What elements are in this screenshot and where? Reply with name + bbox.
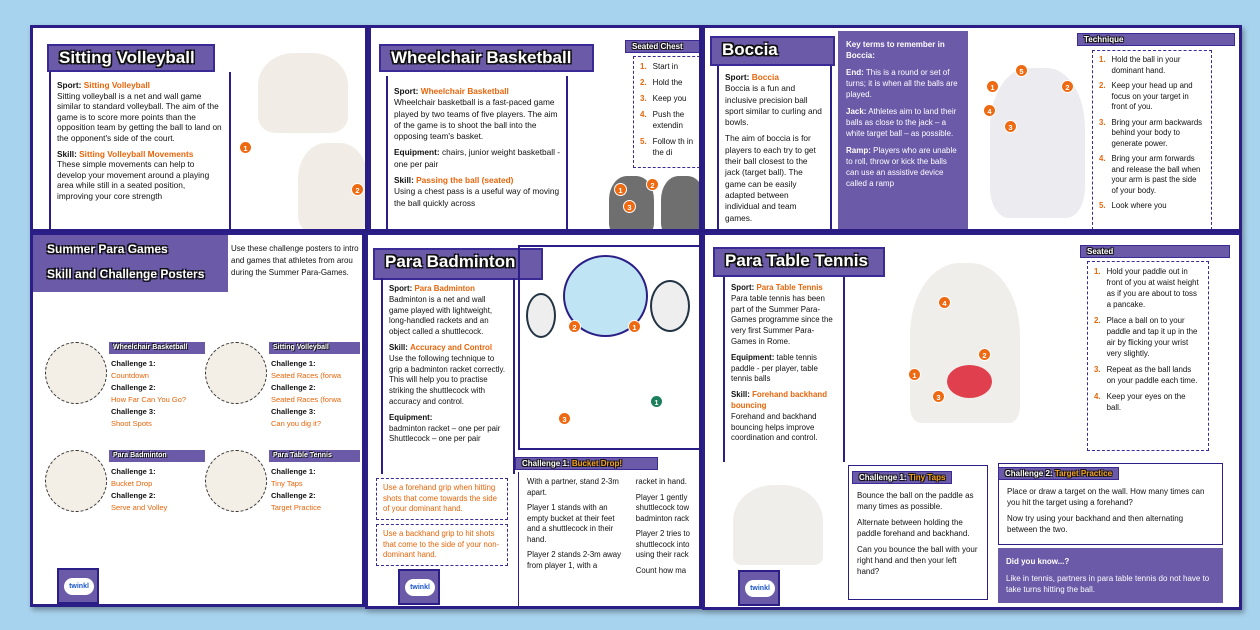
key-terms-panel: Key terms to remember in Boccia: End: Th…: [838, 31, 968, 229]
challenge-card: Para Table Tennis Challenge 1:Tiny Taps …: [205, 450, 360, 515]
card-title: Para Table Tennis: [269, 450, 360, 462]
skill-name: Passing the ball (seated): [416, 175, 514, 186]
skill-label: Skill:: [57, 148, 77, 159]
challenge-2-tab: Challenge 2: Target Practice: [998, 467, 1120, 480]
step-badge: 1: [650, 395, 663, 408]
overview-intro: Use these challenge posters to intro and…: [231, 244, 359, 277]
backhand-tip: Use a backhand grip to hit shots that co…: [376, 524, 508, 566]
step-badge: 3: [623, 200, 636, 213]
technique-tab: Seated Chest: [625, 40, 699, 53]
sport-label: Sport:: [57, 80, 82, 90]
challenge-tab: Challenge 1: Bucket Drop!: [515, 457, 658, 470]
equipment-label: Equipment:: [394, 147, 440, 158]
skill-description: These simple movements can help to devel…: [57, 159, 210, 201]
athlete-girl-illustration: [733, 485, 823, 565]
athlete-illustration: [910, 263, 1020, 423]
poster-wheelchair-basketball: Wheelchair Basketball Sport: Wheelchair …: [368, 25, 702, 232]
racket-icon: [526, 293, 556, 338]
sport-name: Boccia: [751, 72, 779, 82]
overview-title-1: Summer Para Games: [47, 242, 168, 256]
step-badge: 1: [239, 141, 252, 154]
card-title: Wheelchair Basketball: [109, 342, 205, 354]
step-badge: 1: [908, 368, 921, 381]
sport-description: Boccia is a fun and inclusive precision …: [725, 83, 822, 128]
challenge-card: Para Badminton Challenge 1:Bucket Drop C…: [45, 450, 205, 515]
poster-title: Para Table Tennis: [713, 247, 885, 277]
step-badge: 2: [351, 183, 364, 196]
sport-name: Wheelchair Basketball: [420, 86, 509, 96]
technique-steps: 1.Hold the ball in your dominant hand. 2…: [1092, 50, 1212, 229]
technique-tab: Technique: [1077, 33, 1235, 46]
athlete-illustration: [661, 176, 699, 229]
challenge-text: With a partner, stand 2-3m apart.Player …: [518, 472, 699, 606]
skill-description: Using a chest pass is a useful way of mo…: [394, 186, 560, 208]
poster-overview: Summer Para Games Skill and Challenge Po…: [30, 232, 365, 607]
step-badge: 5: [1015, 64, 1028, 77]
technique-steps: 1.Hold your paddle out in front of you a…: [1087, 261, 1209, 451]
overview-header: [33, 235, 228, 292]
technique-steps: 1.Start in 2.Hold the 3.Keep you 4.Push …: [633, 56, 699, 168]
poster-para-table-tennis: Para Table Tennis Sport: Para Table Tenn…: [702, 232, 1242, 610]
challenge-1-tab: Challenge 1: Tiny Taps: [852, 471, 953, 484]
challenge-card: Sitting Volleyball Challenge 1:Seated Ra…: [205, 342, 360, 431]
sport-description: Wheelchair basketball is a fast-paced ga…: [394, 97, 558, 142]
sport-label: Sport:: [394, 86, 419, 96]
step-badge: 1: [986, 80, 999, 93]
skill-label: Skill:: [394, 175, 414, 186]
twinkl-logo: twinkl: [738, 570, 780, 606]
sport-name: Sitting Volleyball: [83, 80, 150, 90]
step-badge: 2: [568, 320, 581, 333]
athlete-portrait: [205, 342, 267, 404]
poster-title: Boccia: [710, 36, 835, 66]
poster-title: Wheelchair Basketball: [379, 44, 594, 72]
step-badge: 3: [932, 390, 945, 403]
step-badge: 2: [646, 178, 659, 191]
athlete-portrait: [45, 342, 107, 404]
equipment-text: chairs, junior weight basketball - one p…: [394, 147, 561, 169]
step-badge: 1: [628, 320, 641, 333]
did-you-know-panel: Did you know...? Like in tennis, partner…: [998, 548, 1223, 603]
twinkl-logo: twinkl: [398, 569, 440, 605]
paddle-icon: [947, 365, 992, 398]
twinkl-logo: twinkl: [57, 568, 99, 604]
poster-sitting-volleyball: Sitting Volleyball Sport: Sitting Volley…: [30, 25, 368, 232]
step-badge: 2: [978, 348, 991, 361]
step-badge: 4: [938, 296, 951, 309]
overview-title-2: Skill and Challenge Posters: [47, 267, 205, 281]
step-badge: 3: [558, 412, 571, 425]
step-badge: 1: [614, 183, 627, 196]
key-terms-title: Key terms to remember in Boccia:: [846, 40, 945, 60]
challenge-2-box: Place or draw a target on the wall. How …: [998, 463, 1223, 545]
skill-name: Sitting Volleyball Movements: [79, 148, 194, 159]
poster-title: Sitting Volleyball: [47, 44, 215, 72]
poster-title: Para Badminton: [373, 248, 543, 280]
sport-label: Sport:: [725, 72, 750, 82]
card-title: Para Badminton: [109, 450, 205, 462]
athlete-wheelchair-illustration: [990, 68, 1085, 218]
step-badge: 3: [1004, 120, 1017, 133]
athlete-portrait: [45, 450, 107, 512]
technique-tab: Seated: [1080, 245, 1230, 258]
card-title: Sitting Volleyball: [269, 342, 360, 354]
athlete-illustration: [258, 53, 348, 133]
step-badge: 4: [983, 104, 996, 117]
sport-description: Sitting volleyball is a net and wall gam…: [57, 90, 222, 143]
forehand-tip: Use a forehand grip when hitting shots t…: [376, 478, 508, 520]
grip-illustration-area: [518, 245, 699, 450]
challenge-1-box: Bounce the ball on the paddle as many ti…: [848, 465, 988, 600]
sport-aim: The aim of boccia is for players to each…: [725, 133, 816, 223]
step-badge: 2: [1061, 80, 1074, 93]
challenge-card: Wheelchair Basketball Challenge 1:Countd…: [45, 342, 205, 431]
athlete-portrait: [205, 450, 267, 512]
racket-icon: [650, 280, 690, 332]
